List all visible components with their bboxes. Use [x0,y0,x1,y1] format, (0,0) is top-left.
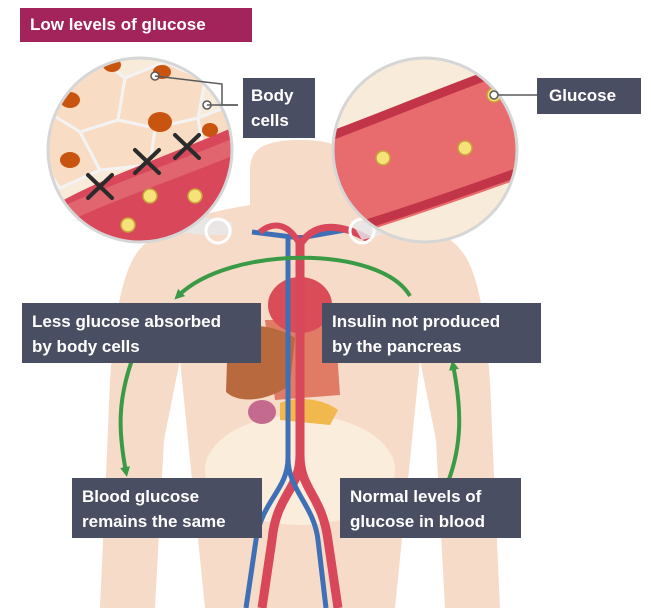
less-glucose-absorbed-line-1: Less glucose absorbed [32,309,251,334]
page-title: Low levels of glucose [20,8,252,42]
insulin-not-produced-label: Insulin not produced by the pancreas [322,303,541,363]
less-glucose-absorbed-line-2: by body cells [32,334,251,359]
normal-levels-line-1: Normal levels of [350,484,511,509]
less-glucose-absorbed-label: Less glucose absorbed by body cells [22,303,261,363]
blood-glucose-same-label: Blood glucose remains the same [72,478,262,538]
body-cells-label-line-1: Body [251,83,307,108]
normal-levels-line-2: glucose in blood [350,509,511,534]
insulin-not-produced-line-2: by the pancreas [332,334,531,359]
glucose-label-text: Glucose [549,83,629,108]
glucose-label: Glucose [537,78,641,114]
blood-glucose-same-line-1: Blood glucose [82,484,252,509]
insulin-not-produced-line-1: Insulin not produced [332,309,531,334]
normal-levels-label: Normal levels of glucose in blood [340,478,521,538]
body-cells-label: Body cells [243,78,315,138]
body-cells-label-line-2: cells [251,108,307,133]
blood-glucose-same-line-2: remains the same [82,509,252,534]
